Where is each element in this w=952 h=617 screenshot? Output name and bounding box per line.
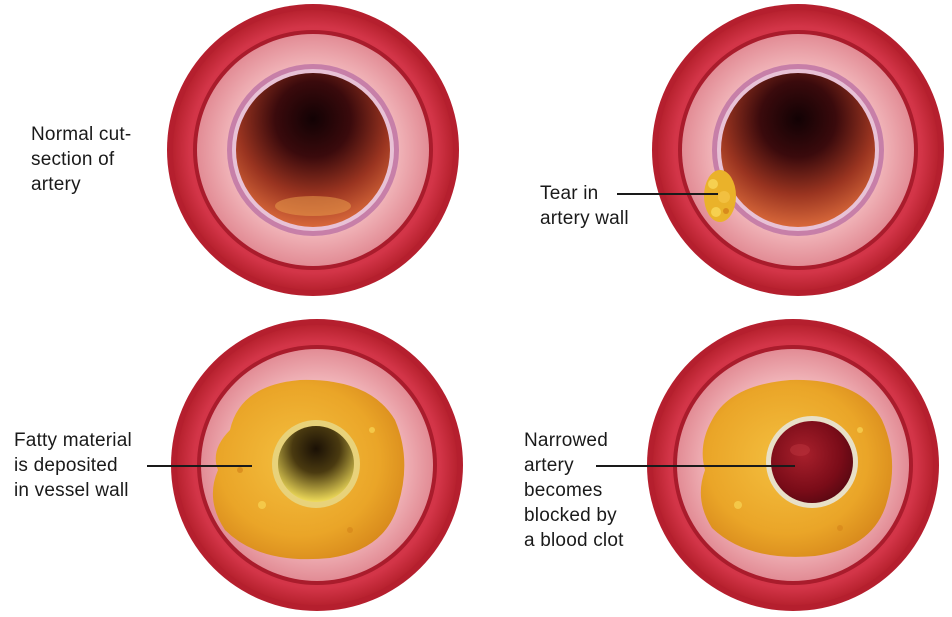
label-clot-line5: a blood clot (524, 528, 624, 553)
blood-clot (771, 421, 853, 503)
label-fatty: Fatty material is deposited in vessel wa… (14, 428, 132, 503)
label-tear: Tear in artery wall (540, 181, 629, 231)
label-fatty-line2: is deposited (14, 453, 132, 478)
tear-plaque (704, 170, 736, 222)
label-clot-line3: becomes (524, 478, 624, 503)
label-clot-line2: artery (524, 453, 624, 478)
label-normal-line1: Normal cut- (31, 122, 131, 147)
artery-normal (167, 4, 459, 296)
label-normal: Normal cut- section of artery (31, 122, 131, 197)
label-tear-line1: Tear in (540, 181, 629, 206)
label-fatty-line1: Fatty material (14, 428, 132, 453)
label-tear-line2: artery wall (540, 206, 629, 231)
label-clot-line1: Narrowed (524, 428, 624, 453)
label-fatty-line3: in vessel wall (14, 478, 132, 503)
label-normal-line3: artery (31, 172, 131, 197)
artery-tear (652, 4, 944, 296)
label-clot: Narrowed artery becomes blocked by a blo… (524, 428, 624, 553)
label-normal-line2: section of (31, 147, 131, 172)
label-clot-line4: blocked by (524, 503, 624, 528)
